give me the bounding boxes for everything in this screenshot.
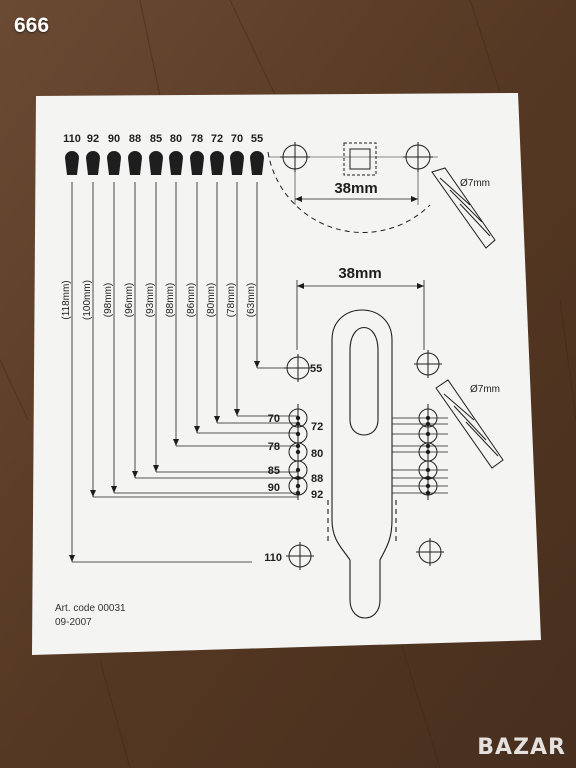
- length-label: (88mm): [165, 283, 176, 317]
- length-label: (118mm): [61, 280, 72, 319]
- key-size-label: 85: [150, 133, 162, 145]
- key-silhouette-icon: [250, 151, 264, 175]
- length-label: (93mm): [145, 283, 156, 317]
- width-label-top: 38mm: [334, 180, 377, 197]
- article-code: Art. code 00031: [55, 603, 126, 614]
- hole-center-dot: [295, 443, 301, 449]
- key-size-label: 88: [129, 133, 141, 145]
- hole-center-dot: [295, 467, 301, 473]
- hole-center-dot: [295, 483, 301, 489]
- key-silhouette-icon: [230, 151, 244, 175]
- key-silhouette-icon: [86, 151, 100, 175]
- key-silhouette-icon: [209, 150, 225, 175]
- bazar-watermark: BAZAR: [477, 735, 566, 760]
- seller-badge: 666: [14, 14, 50, 37]
- hole-size-label: 55: [310, 363, 322, 375]
- key-leader-arrow: [214, 416, 220, 423]
- middle-dimension: [296, 280, 425, 350]
- key-leader-arrow: [90, 490, 96, 497]
- key-leader-arrow: [132, 471, 138, 478]
- key-leader-arrow: [194, 426, 200, 433]
- top-handle-detail: [267, 142, 438, 233]
- hole-size-label: 110: [264, 552, 282, 564]
- handle-outline: [327, 309, 397, 619]
- hole-size-label: 85: [268, 465, 280, 477]
- key-leader-lines: (118mm) (100mm) (98mm) (96mm) (93mm) (88mm) (8…: [61, 182, 298, 563]
- hole-size-label: 88: [311, 473, 323, 485]
- hole-center-dot: [295, 431, 301, 437]
- key-silhouette-icon: [107, 151, 121, 175]
- drill-size-label-top: Ø7mm: [460, 178, 490, 189]
- hole-center-dot: [295, 449, 301, 455]
- hole-size-label: 72: [311, 421, 323, 433]
- length-label: (100mm): [82, 280, 93, 320]
- hole-size-label: 78: [268, 441, 280, 453]
- length-label: (98mm): [103, 283, 114, 317]
- key-size-label: 92: [87, 133, 99, 145]
- key-size-row: 110 92 90 88 85 80 78 72 70 55: [63, 133, 264, 175]
- key-silhouette-icon: [128, 151, 142, 175]
- key-leader-arrow: [111, 486, 117, 493]
- hole-size-label: 70: [268, 413, 280, 425]
- key-size-label: 55: [251, 133, 263, 145]
- hole-center-dot: [295, 490, 301, 496]
- length-label: (96mm): [124, 283, 135, 317]
- key-silhouette-icon: [149, 151, 163, 175]
- key-size-label: 80: [170, 133, 182, 145]
- key-silhouette-icon: [65, 151, 79, 175]
- key-size-label: 70: [231, 133, 243, 145]
- hole-size-label: 92: [311, 489, 323, 501]
- key-size-label: 72: [211, 133, 223, 145]
- article-date: 09-2007: [55, 617, 92, 628]
- width-label-middle: 38mm: [338, 265, 381, 282]
- key-leader-arrow: [153, 465, 159, 472]
- drill-bit-icon: [431, 167, 496, 249]
- key-leader-arrow: [173, 439, 179, 446]
- key-leader-arrow: [234, 409, 240, 416]
- key-silhouette-icon: [169, 151, 183, 175]
- key-silhouette-icon: [190, 151, 204, 175]
- tick-marks: 55 70 72 78 80 85 88 90 92 110: [264, 363, 448, 564]
- length-label: (80mm): [206, 283, 217, 317]
- key-size-label: 78: [191, 133, 203, 145]
- key-leader-arrow: [254, 361, 260, 368]
- hole-center-dot: [295, 421, 301, 427]
- key-leader-arrow: [69, 555, 75, 562]
- hole-size-label: 80: [311, 448, 323, 460]
- hole-center-dot: [295, 475, 301, 481]
- length-label: (78mm): [226, 283, 237, 317]
- length-label: (63mm): [246, 283, 257, 317]
- key-size-label: 90: [108, 133, 120, 145]
- article-info: Art. code 00031 09-2007: [55, 602, 126, 630]
- length-label: (86mm): [186, 283, 197, 317]
- drill-bit-icon-middle: [435, 379, 504, 469]
- hole-size-label: 90: [268, 482, 280, 494]
- drilling-template-diagram: 110 92 90 88 85 80 78 72 70 55 (118mm) (100mm) (98m…: [61, 133, 504, 619]
- instruction-sheet: [32, 93, 541, 655]
- drill-size-label-middle: Ø7mm: [470, 384, 500, 395]
- key-size-label: 110: [63, 133, 81, 145]
- hole-center-dot: [295, 415, 301, 421]
